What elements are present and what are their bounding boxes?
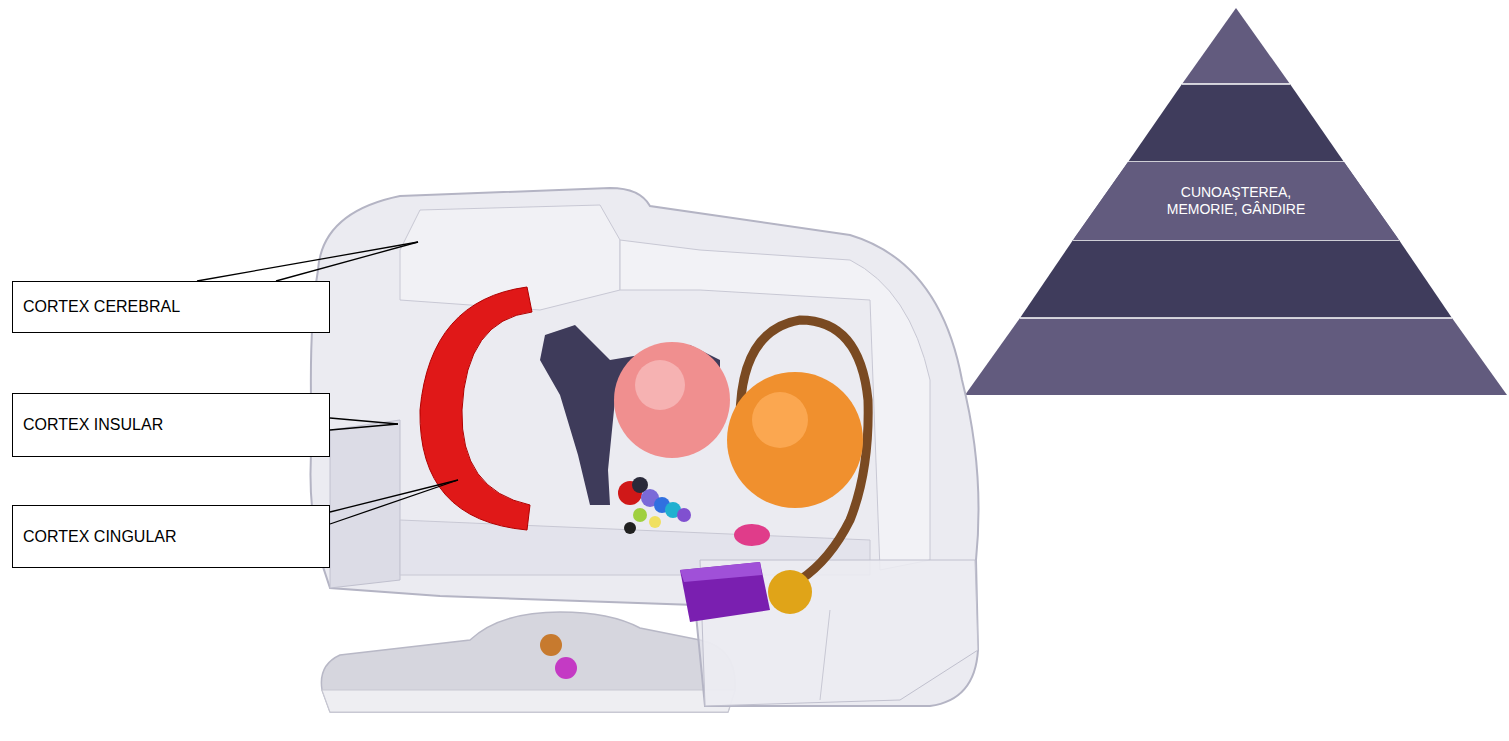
pyramid — [965, 8, 1507, 395]
orange-sphere — [727, 372, 863, 508]
pyramid-band — [1128, 84, 1344, 162]
pyramid-band — [1182, 8, 1290, 84]
label-box: CORTEX CEREBRAL — [12, 281, 330, 333]
hemisphere — [310, 188, 978, 706]
part-label: CORTEX INSULAR — [23, 416, 163, 434]
lower-slab — [321, 612, 735, 712]
label-box: CORTEX INSULAR — [12, 393, 330, 457]
cingulate-arc — [420, 287, 532, 530]
pyramid-band: CUNOAŞTEREA, MEMORIE, GÂNDIRE — [1073, 162, 1399, 240]
pyramid-band — [1073, 162, 1399, 240]
pyramid-band — [965, 318, 1507, 395]
band-label: CUNOAŞTEREA, MEMORIE, GÂNDIRE — [1161, 184, 1311, 218]
purple-block — [680, 562, 770, 622]
part-label: CORTEX CINGULAR — [23, 528, 177, 546]
thalamus — [614, 342, 730, 458]
label-box: CORTEX CINGULAR — [12, 505, 330, 568]
pink-nucleus — [734, 524, 770, 546]
nuclei-cluster — [618, 477, 691, 534]
part-label: CORTEX CEREBRAL — [23, 298, 180, 316]
gold-sphere — [768, 570, 812, 614]
pyramid-band — [1020, 240, 1452, 318]
